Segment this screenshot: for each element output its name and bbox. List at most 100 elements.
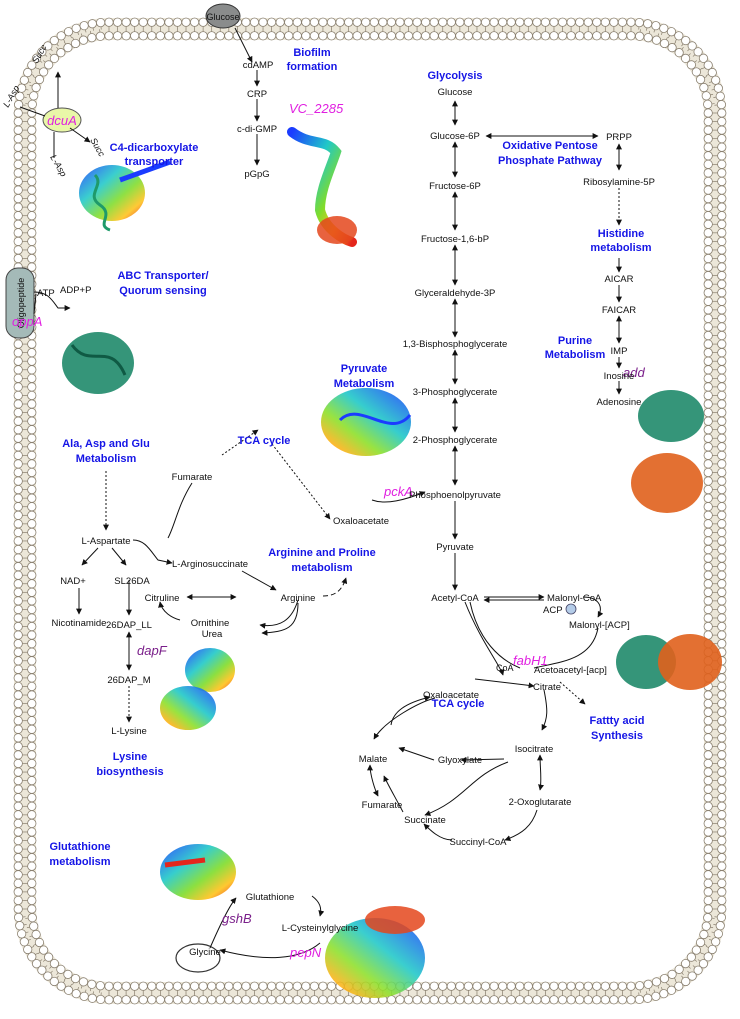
lipid-head: [335, 17, 345, 27]
lipid-head: [29, 921, 39, 931]
lipid-head: [651, 991, 661, 1001]
lipid-head: [386, 995, 396, 1005]
lipid-head: [27, 579, 37, 589]
oligopeptide-label: Oligopeptide: [16, 278, 26, 329]
lipid-head: [699, 929, 709, 940]
lipid-head: [703, 913, 713, 923]
lipid-head: [13, 151, 23, 161]
lipid-head: [13, 690, 23, 700]
lipid-head: [651, 977, 662, 987]
lipid-head: [701, 91, 711, 101]
lipid-head: [164, 31, 174, 41]
lipid-head: [27, 553, 37, 563]
lipid-head: [13, 382, 23, 392]
lipid-head: [138, 17, 148, 27]
lipid-head: [13, 228, 23, 238]
lipid-head: [112, 31, 123, 41]
metabolite-26dap-ll: 26DAP_LL: [106, 620, 152, 631]
lipid-head: [703, 827, 713, 837]
metabolite-citrate: Citrate: [533, 682, 561, 693]
lipid-head: [515, 17, 525, 27]
lipid-head: [455, 981, 465, 991]
lipid-head: [643, 979, 653, 989]
lipid-head: [703, 236, 713, 246]
lipid-head: [104, 17, 114, 27]
lipid-head: [301, 17, 311, 27]
lipid-head: [13, 904, 23, 914]
lipid-head: [703, 296, 713, 306]
lipid-head: [121, 31, 131, 41]
pckA-gene-label: pckA: [383, 484, 413, 499]
lipid-head: [498, 31, 508, 41]
arginine-label-1: Arginine and Proline: [268, 547, 376, 559]
lipid-head: [27, 673, 37, 683]
lipid-head: [249, 995, 260, 1005]
lipid-head: [583, 995, 593, 1005]
lipid-head: [104, 981, 114, 991]
lipid-head: [39, 945, 49, 955]
lipid-head: [717, 741, 727, 751]
lipid-head: [352, 17, 362, 27]
lipid-head: [463, 17, 474, 27]
lipid-head: [13, 125, 23, 135]
lipid-head: [703, 125, 713, 135]
metabolite-phosphoenolpyruvate: Phosphoenolpyruvate: [409, 490, 501, 501]
lipid-head: [13, 647, 23, 657]
lipid-head: [480, 995, 491, 1005]
lipid-head: [703, 467, 713, 478]
lipid-head: [27, 913, 37, 923]
lipid-head: [446, 17, 456, 27]
lipid-head: [13, 253, 23, 264]
lipid-head: [138, 31, 148, 41]
lipid-head: [335, 995, 345, 1005]
lipid-head: [703, 733, 713, 743]
lipid-head: [703, 604, 713, 615]
VC_2285-protein-structure: [287, 127, 357, 247]
lipid-head: [39, 67, 49, 77]
metabolite-coa: CoA: [496, 663, 514, 673]
lipid-head: [309, 995, 319, 1005]
metabolite-l-aspartate: L-Aspartate: [81, 536, 130, 547]
acp-glyph: [565, 603, 577, 615]
lipid-head: [429, 981, 439, 991]
lipid-head: [703, 459, 713, 469]
lipid-head: [717, 673, 727, 683]
lipid-head: [472, 981, 482, 991]
lipid-head: [438, 981, 448, 991]
metabolite-2-phosphoglycerate: 2-Phosphoglycerate: [413, 435, 498, 446]
lipid-head: [703, 373, 713, 383]
lipid-head: [198, 995, 208, 1005]
lipid-head: [27, 467, 37, 478]
lipid-head: [703, 818, 713, 829]
lipid-head: [27, 664, 37, 674]
lipid-head: [13, 399, 23, 409]
lipid-head: [506, 31, 516, 41]
metabolite-acetoacetyl-acp: Acetoacetyl-[acp]: [534, 665, 607, 676]
lipid-head: [181, 31, 191, 41]
lysine-label-2: biosynthesis: [96, 766, 163, 778]
lipid-head: [13, 348, 23, 358]
lipid-head: [703, 253, 713, 264]
lipid-head: [575, 31, 585, 41]
lipid-head: [27, 835, 37, 846]
lipid-head: [480, 31, 491, 41]
lipid-head: [266, 995, 277, 1005]
lipid-head: [717, 579, 727, 589]
lipid-head: [566, 981, 576, 991]
lipid-head: [27, 159, 37, 169]
lipid-head: [13, 681, 23, 692]
lipid-head: [395, 995, 405, 1005]
lipid-head: [717, 236, 727, 246]
pyruvate-label-1: Pyruvate: [341, 363, 387, 375]
metabolite-crp: CRP: [247, 89, 267, 100]
lipid-head: [717, 185, 727, 195]
lipid-head: [703, 151, 713, 161]
lipid-head: [87, 19, 97, 29]
lipid-head: [600, 17, 610, 27]
lipid-head: [13, 604, 23, 615]
lipid-head: [703, 416, 713, 426]
lipid-head: [717, 698, 727, 709]
lipid-head: [27, 536, 37, 546]
lipid-head: [34, 937, 45, 948]
